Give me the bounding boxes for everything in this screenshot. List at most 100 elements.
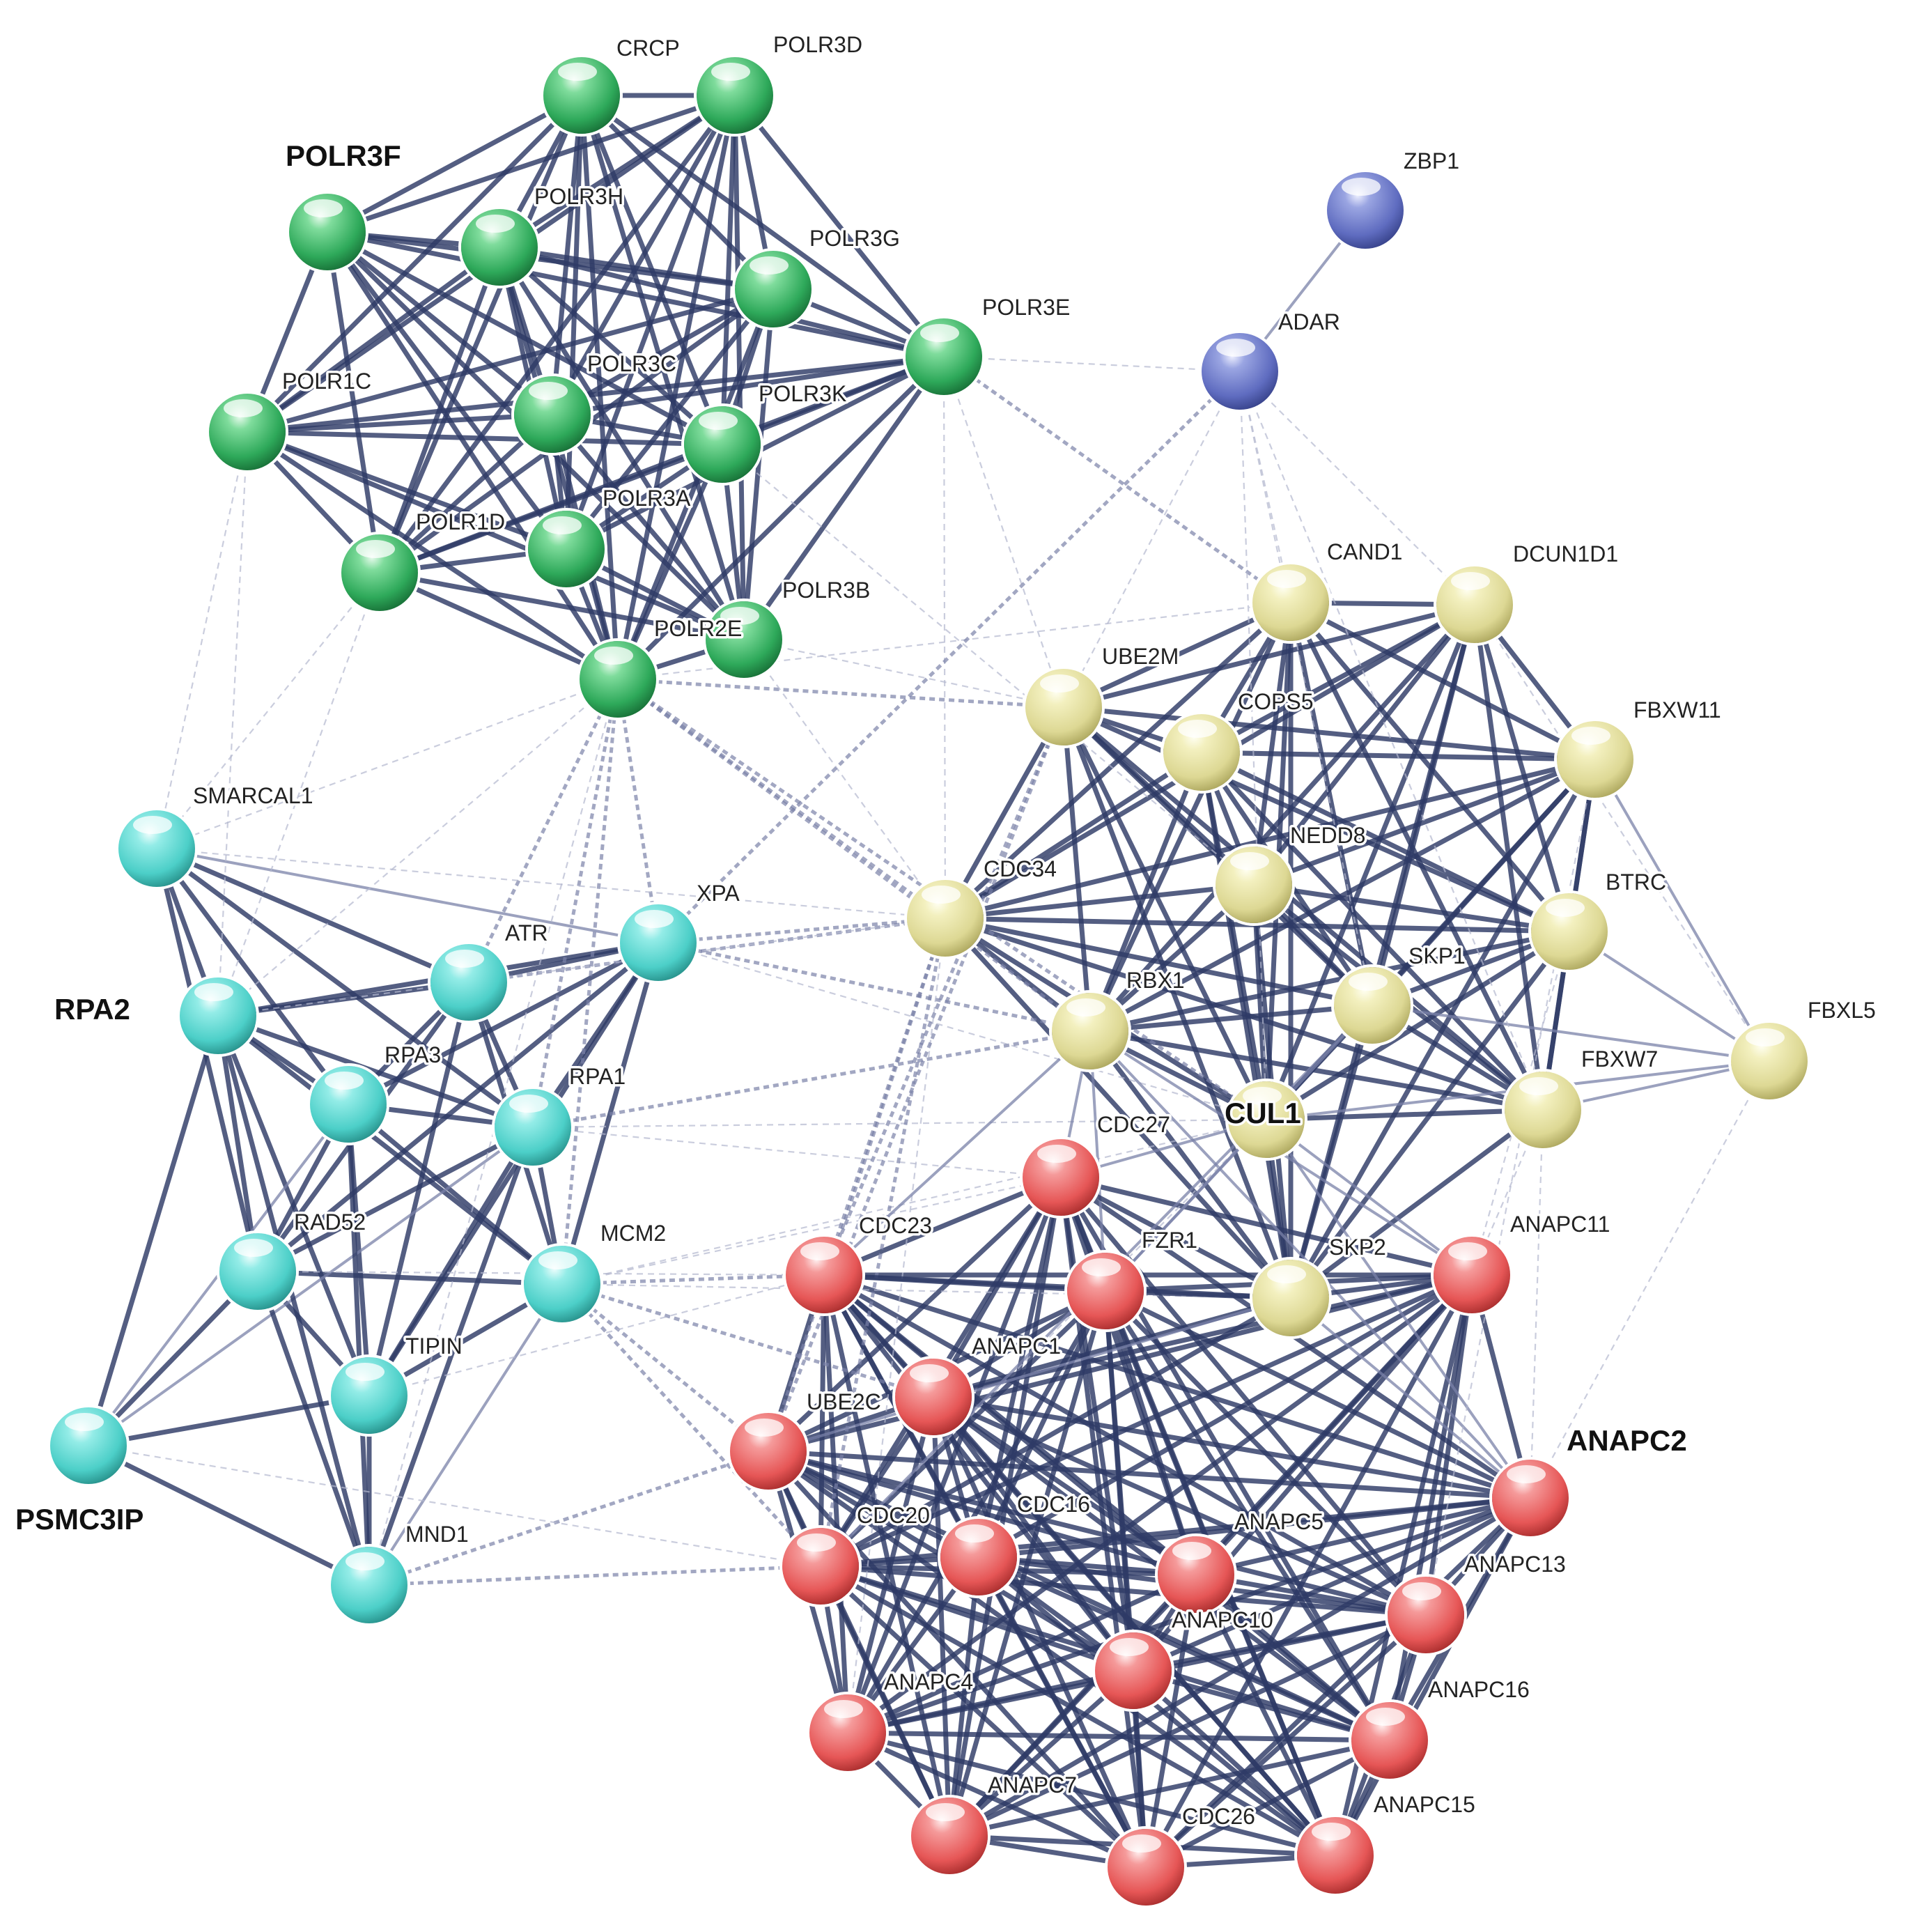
node-label: NEDD8 xyxy=(1290,823,1365,848)
node-outline xyxy=(525,508,607,590)
node-xpa[interactable]: XPA xyxy=(617,879,743,984)
node-polr3g[interactable]: POLR3G xyxy=(732,224,902,330)
node-polr3e[interactable]: POLR3E xyxy=(903,293,1073,398)
edge-anapc11-cdc26 xyxy=(1143,1274,1475,1869)
edge-polr3e-adar xyxy=(943,355,1241,373)
node-mnd1[interactable]: MND1 xyxy=(328,1520,471,1626)
edge-polr3e-ube2m xyxy=(942,356,1065,708)
edge-fzr1-anapc2 xyxy=(1104,1288,1532,1501)
node-outline xyxy=(47,1405,130,1487)
edge-ube2m-btrc xyxy=(1062,704,1571,934)
node-cdc27[interactable]: CDC27 xyxy=(1020,1110,1172,1219)
node-anapc7[interactable]: ANAPC7 xyxy=(908,1770,1080,1877)
node-label: UBE2M xyxy=(1102,644,1179,669)
node-fbxw11[interactable]: FBXW11 xyxy=(1554,695,1723,801)
edge-polr1c-polr3c xyxy=(247,412,553,435)
node-rpa2[interactable]: RPA2 xyxy=(52,975,259,1057)
node-polr3d[interactable]: POLR3D xyxy=(694,30,865,137)
node-cand1[interactable]: CAND1 xyxy=(1250,537,1405,644)
node-polr3c[interactable]: POLR3C xyxy=(511,349,679,456)
node-outline xyxy=(1349,1699,1431,1782)
edge-polr2e-ube2m xyxy=(617,677,1064,709)
node-polr1d[interactable]: POLR1D xyxy=(339,507,508,614)
edge-ube2m-cdc23 xyxy=(822,706,1066,1276)
node-fbxw7[interactable]: FBXW7 xyxy=(1502,1044,1661,1151)
node-nedd8[interactable]: NEDD8 xyxy=(1213,821,1368,926)
node-btrc[interactable]: BTRC xyxy=(1528,867,1669,973)
node-ube2c[interactable]: UBE2C xyxy=(727,1387,883,1492)
node-cdc34[interactable]: CDC34 xyxy=(904,854,1059,959)
node-anapc5[interactable]: ANAPC5 xyxy=(1155,1507,1326,1616)
node-anapc15[interactable]: ANAPC15 xyxy=(1294,1790,1477,1896)
node-tipin[interactable]: TIPIN xyxy=(328,1331,465,1437)
node-dcun1d1[interactable]: DCUN1D1 xyxy=(1434,539,1621,646)
node-mcm2[interactable]: MCM2 xyxy=(521,1219,669,1325)
node-anapc16[interactable]: ANAPC16 xyxy=(1349,1675,1532,1782)
node-cops5[interactable]: COPS5 xyxy=(1160,687,1316,794)
node-ube2m[interactable]: UBE2M xyxy=(1023,642,1181,748)
node-polr3f[interactable]: POLR3F xyxy=(284,137,403,273)
node-anapc2[interactable]: ANAPC2 xyxy=(1489,1422,1689,1539)
edge-rpa1-rbx1 xyxy=(532,1029,1091,1129)
edge-skp2-anapc2 xyxy=(1289,1297,1532,1499)
node-fbxl5[interactable]: FBXL5 xyxy=(1728,996,1878,1102)
edge-crcp-polr1c xyxy=(245,93,584,434)
node-rad52[interactable]: RAD52 xyxy=(217,1207,368,1313)
node-adar[interactable]: ADAR xyxy=(1199,307,1342,412)
node-rpa3[interactable]: RPA3 xyxy=(307,1040,444,1145)
node-highlight xyxy=(1451,572,1490,590)
node-highlight xyxy=(543,516,582,534)
edge-fbxw11-rbx1 xyxy=(1089,757,1597,1034)
node-anapc10[interactable]: ANAPC10 xyxy=(1092,1605,1275,1712)
edge-cdc34-cdc23 xyxy=(822,918,947,1276)
node-anapc13[interactable]: ANAPC13 xyxy=(1385,1550,1568,1656)
node-polr3b[interactable]: POLR3B xyxy=(703,575,873,681)
node-skp2[interactable]: SKP2 xyxy=(1250,1232,1388,1339)
node-cdc23[interactable]: CDC23 xyxy=(783,1211,934,1316)
node-crcp[interactable]: CRCP xyxy=(541,33,682,137)
edge-anapc2-anapc15 xyxy=(1333,1497,1533,1857)
edge-anapc4-anapc15 xyxy=(847,1730,1336,1858)
node-polr3k[interactable]: POLR3K xyxy=(681,379,849,486)
node-skp1[interactable]: SKP1 xyxy=(1331,941,1468,1046)
edge-skp2-cdc20 xyxy=(819,1295,1292,1569)
node-outline xyxy=(328,1354,410,1437)
node-polr3a[interactable]: POLR3A xyxy=(525,484,693,590)
node-anapc1[interactable]: ANAPC1 xyxy=(892,1331,1064,1438)
node-cdc20[interactable]: CDC20 xyxy=(779,1501,932,1607)
node-rbx1[interactable]: RBX1 xyxy=(1049,966,1187,1072)
edge-anapc4-anapc16 xyxy=(847,1730,1390,1743)
edge-mnd1-rpa3 xyxy=(345,1104,372,1586)
node-psmc3ip[interactable]: PSMC3IP xyxy=(13,1405,146,1538)
node-fzr1[interactable]: FZR1 xyxy=(1064,1226,1200,1332)
node-label: CAND1 xyxy=(1327,539,1402,564)
node-rpa1[interactable]: RPA1 xyxy=(492,1062,628,1168)
node-outline xyxy=(1023,666,1105,748)
edge-cdc20-cdc26 xyxy=(818,1564,1148,1869)
edge-fbxl5-dcun1d1 xyxy=(1474,604,1770,1062)
node-label: SKP2 xyxy=(1329,1235,1386,1260)
node-anapc11[interactable]: ANAPC11 xyxy=(1431,1210,1613,1316)
edge-polr1d-polr3b xyxy=(379,570,745,642)
node-highlight xyxy=(824,1700,863,1718)
node-polr2e[interactable]: POLR2E xyxy=(577,614,745,720)
edge-polr3e-polr3c xyxy=(552,354,945,417)
edge-polr1c-polr2e xyxy=(246,430,619,681)
node-polr1c[interactable]: POLR1C xyxy=(206,366,374,473)
node-cdc16[interactable]: CDC16 xyxy=(938,1490,1092,1598)
node-cdc26[interactable]: CDC26 xyxy=(1105,1802,1257,1908)
node-label: ANAPC5 xyxy=(1234,1509,1323,1534)
node-polr3h[interactable]: POLR3H xyxy=(458,182,626,288)
node-atr[interactable]: ATR xyxy=(428,918,550,1023)
node-outline xyxy=(1213,844,1295,926)
node-smarcal1[interactable]: SMARCAL1 xyxy=(116,781,316,890)
node-label: ANAPC15 xyxy=(1374,1792,1475,1817)
node-cul1[interactable]: CUL1 xyxy=(1222,1079,1307,1161)
node-anapc4[interactable]: ANAPC4 xyxy=(807,1667,976,1774)
edge-fbxw11-nedd8 xyxy=(1252,757,1597,888)
node-outline xyxy=(511,373,593,456)
node-highlight xyxy=(1243,1087,1282,1105)
node-outline xyxy=(339,532,421,614)
node-zbp1[interactable]: ZBP1 xyxy=(1324,146,1462,252)
